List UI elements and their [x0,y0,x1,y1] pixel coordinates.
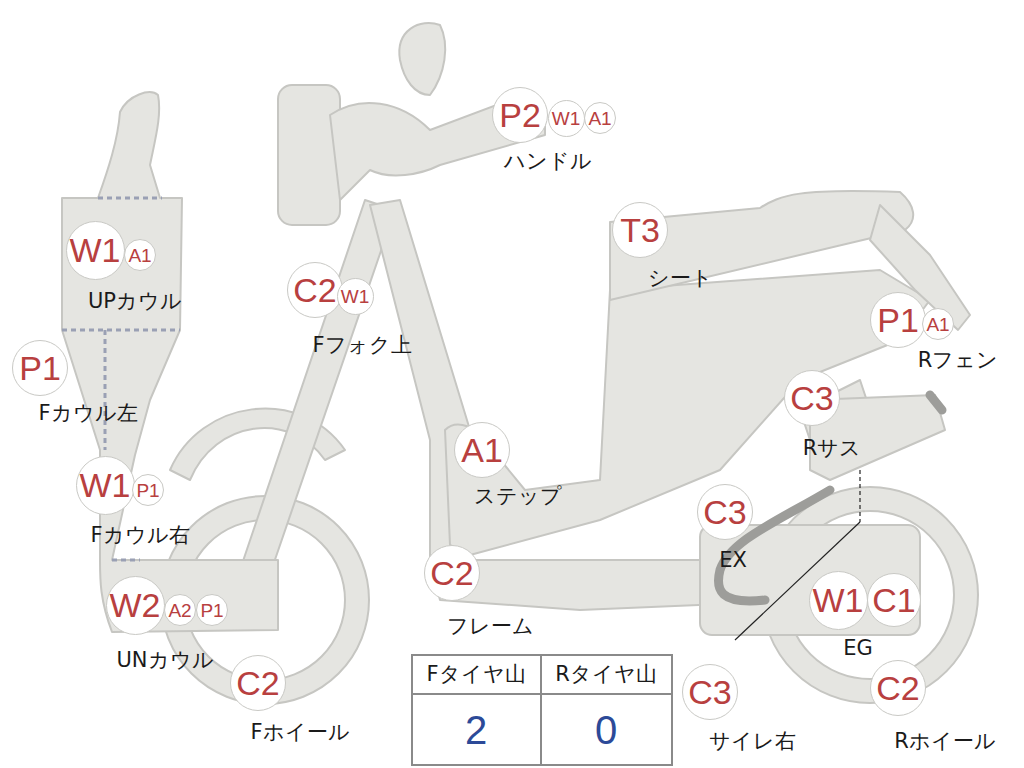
damage-code-circle: C3 [697,484,753,540]
damage-code-circle: W1 [76,456,135,515]
damage-code: W1 [341,287,370,306]
damage-code-small-circle: P1 [132,474,164,506]
damage-code-circle: C3 [784,370,840,426]
damage-code: C2 [876,671,919,705]
damage-code-small-circle: P1 [196,594,228,626]
damage-code-circle: C2 [424,545,480,601]
damage-code: C3 [790,381,833,415]
part-name: Rフェン [918,349,999,372]
damage-code-circle: C1 [867,573,921,627]
part-name: Fフォク上 [312,334,411,357]
damage-code: P1 [877,303,919,337]
table-value: 0 [595,708,617,752]
damage-code: P1 [200,601,223,620]
damage-code: C2 [236,666,279,700]
damage-code-circle: P1 [870,292,926,348]
damage-code: C2 [293,273,336,307]
damage-code: P1 [136,481,159,500]
damage-code: A1 [461,433,503,467]
damage-code: C3 [688,675,731,709]
part-name: サイレ右 [709,730,796,753]
damage-code: A1 [926,315,949,334]
part-name: Rサス [803,437,862,460]
damage-code: P2 [499,98,541,132]
part-name: Fホイール [250,721,349,744]
damage-code: W1 [70,233,121,267]
damage-code: W1 [552,109,581,128]
damage-code: W2 [110,588,161,622]
damage-code: W1 [80,468,131,502]
table-value: 2 [465,708,487,752]
damage-code-small-circle: W1 [548,100,585,137]
damage-code-circle: C3 [682,664,738,720]
damage-code: C2 [430,556,473,590]
damage-code-circle: P2 [492,87,548,143]
damage-code-circle: A1 [454,422,510,478]
damage-code: A2 [168,601,191,620]
part-name: Fカウル左 [38,402,137,425]
damage-code: P1 [19,351,61,385]
damage-code-circle: T3 [612,202,668,258]
part-name: UNカウル [116,649,213,672]
damage-code-circle: C2 [870,660,926,716]
damage-code-small-circle: A1 [922,308,954,340]
damage-code-circle: W2 [106,576,165,635]
part-name: シート [648,267,713,290]
damage-code-circle: C2 [287,262,343,318]
damage-code-small-circle: W1 [337,278,374,315]
damage-code: C3 [703,495,746,529]
damage-code: T3 [620,213,660,247]
damage-code: C1 [872,583,915,617]
damage-code-circle: P1 [12,340,68,396]
part-name: フレーム [447,615,534,638]
part-name: ハンドル [504,150,592,173]
table-header: Rタイヤ山 [555,663,657,686]
table-header: Fタイヤ山 [426,663,525,686]
damage-code-small-circle: A2 [164,594,196,626]
part-name: ステップ [474,485,562,508]
damage-code-small-circle: A1 [584,102,616,134]
damage-code-circle: W1 [809,571,868,630]
damage-code: W1 [813,583,864,617]
damage-code-circle: W1 [66,221,125,280]
damage-code-circle: C2 [230,655,286,711]
damage-code-small-circle: A1 [124,239,156,271]
part-name: UPカウル [88,290,182,313]
part-name: Fカウル右 [90,524,189,547]
part-name: EG [843,637,873,660]
part-name: Rホイール [894,730,996,753]
damage-code: A1 [588,109,611,128]
part-name: EX [719,549,747,572]
damage-code: A1 [128,246,151,265]
